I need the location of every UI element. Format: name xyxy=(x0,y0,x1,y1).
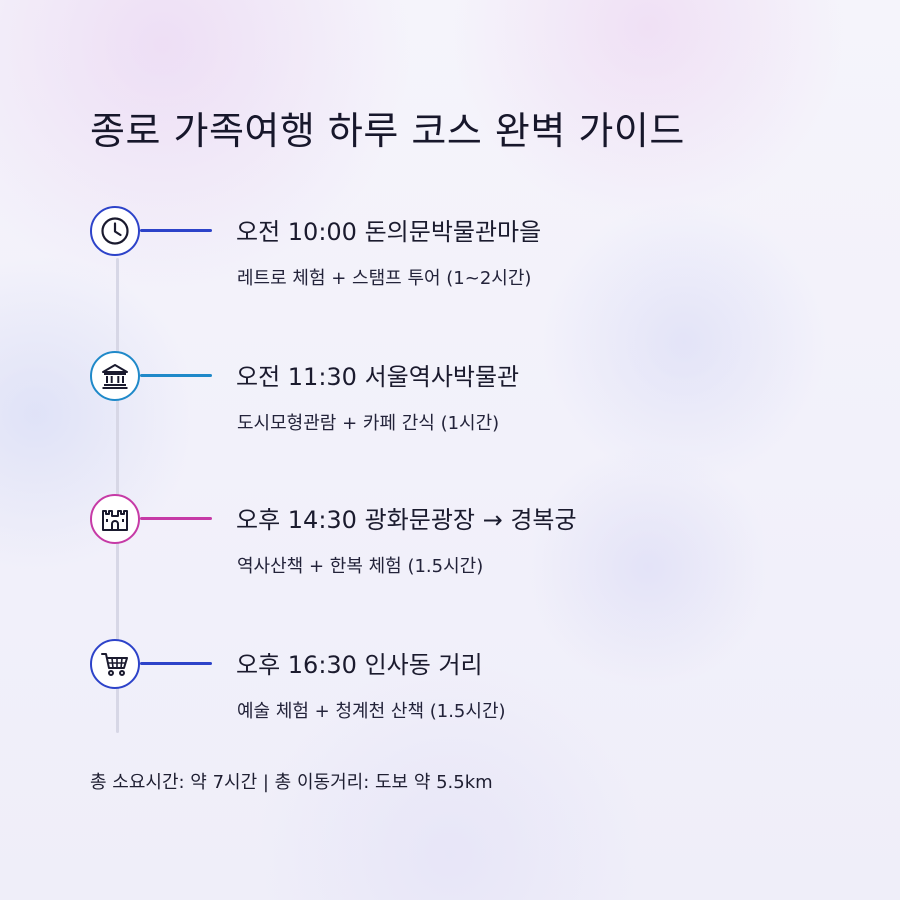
timeline-connector-1 xyxy=(140,229,212,232)
timeline-node-4 xyxy=(90,639,140,689)
clock-icon xyxy=(101,217,129,245)
stop-title: 오후 16:30 인사동 거리 xyxy=(236,651,483,679)
stop-title: 오전 10:00 돈의문박물관마을 xyxy=(236,218,542,246)
stop-title: 오후 14:30 광화문광장 → 경복궁 xyxy=(236,506,577,534)
stop-desc: 도시모형관람 + 카페 간식 (1시간) xyxy=(237,413,500,434)
stop-desc: 역사산책 + 한복 체험 (1.5시간) xyxy=(237,556,484,577)
museum-icon xyxy=(102,364,128,389)
stop-desc: 레트로 체험 + 스탬프 투어 (1~2시간) xyxy=(237,268,532,289)
palace-icon xyxy=(102,510,128,531)
stop-title: 오전 11:30 서울역사박물관 xyxy=(236,363,520,391)
stop-desc: 예술 체험 + 청계천 산책 (1.5시간) xyxy=(237,701,506,722)
timeline-connector-4 xyxy=(140,662,212,665)
cart-icon xyxy=(101,653,128,676)
page-title: 종로 가족여행 하루 코스 완벽 가이드 xyxy=(90,109,685,153)
timeline-node-2 xyxy=(90,351,140,401)
timeline-node-1 xyxy=(90,206,140,256)
timeline-connector-2 xyxy=(140,374,212,377)
timeline-node-3 xyxy=(90,494,140,544)
timeline-connector-3 xyxy=(140,517,212,520)
summary-text: 총 소요시간: 약 7시간 | 총 이동거리: 도보 약 5.5km xyxy=(90,772,493,793)
